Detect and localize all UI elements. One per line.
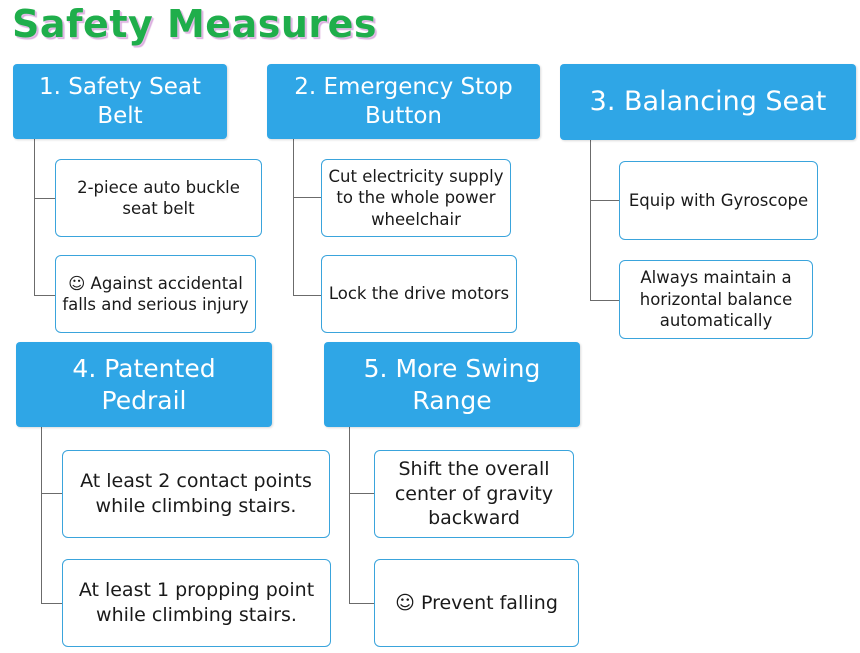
measure-heading-emergency-stop-button: 2. Emergency Stop Button (267, 64, 540, 139)
measure-item: 2-piece auto buckle seat belt (55, 159, 262, 237)
connector-line (590, 139, 591, 300)
connector-line (34, 198, 55, 199)
measure-heading-balancing-seat: 3. Balancing Seat (560, 64, 856, 140)
measure-heading-patented-pedrail: 4. Patented Pedrail (16, 342, 272, 427)
connector-line (41, 426, 42, 603)
measure-item: Cut electricity supply to the whole powe… (321, 159, 511, 237)
measure-item: Shift the overall center of gravity back… (374, 450, 574, 538)
connector-line (41, 493, 62, 494)
measure-item: ☺ Prevent falling (374, 559, 579, 647)
measure-item: Lock the drive motors (321, 255, 517, 333)
connector-line (349, 603, 374, 604)
page-title: Safety Measures (12, 2, 378, 46)
measure-item: Equip with Gyroscope (619, 161, 818, 240)
measure-item: Always maintain a horizontal balance aut… (619, 260, 813, 339)
measure-item: At least 2 contact points while climbing… (62, 450, 330, 538)
connector-line (349, 426, 350, 603)
connector-line (590, 300, 619, 301)
connector-line (34, 138, 35, 295)
connector-line (293, 295, 321, 296)
connector-line (41, 603, 62, 604)
measure-item: ☺ Against accidental falls and serious i… (55, 255, 256, 333)
connector-line (590, 200, 619, 201)
measure-heading-safety-seat-belt: 1. Safety Seat Belt (13, 64, 227, 139)
measure-item: At least 1 propping point while climbing… (62, 559, 331, 647)
connector-line (34, 295, 55, 296)
measure-heading-more-swing-range: 5. More Swing Range (324, 342, 580, 427)
connector-line (349, 493, 374, 494)
connector-line (293, 138, 294, 295)
connector-line (293, 197, 321, 198)
